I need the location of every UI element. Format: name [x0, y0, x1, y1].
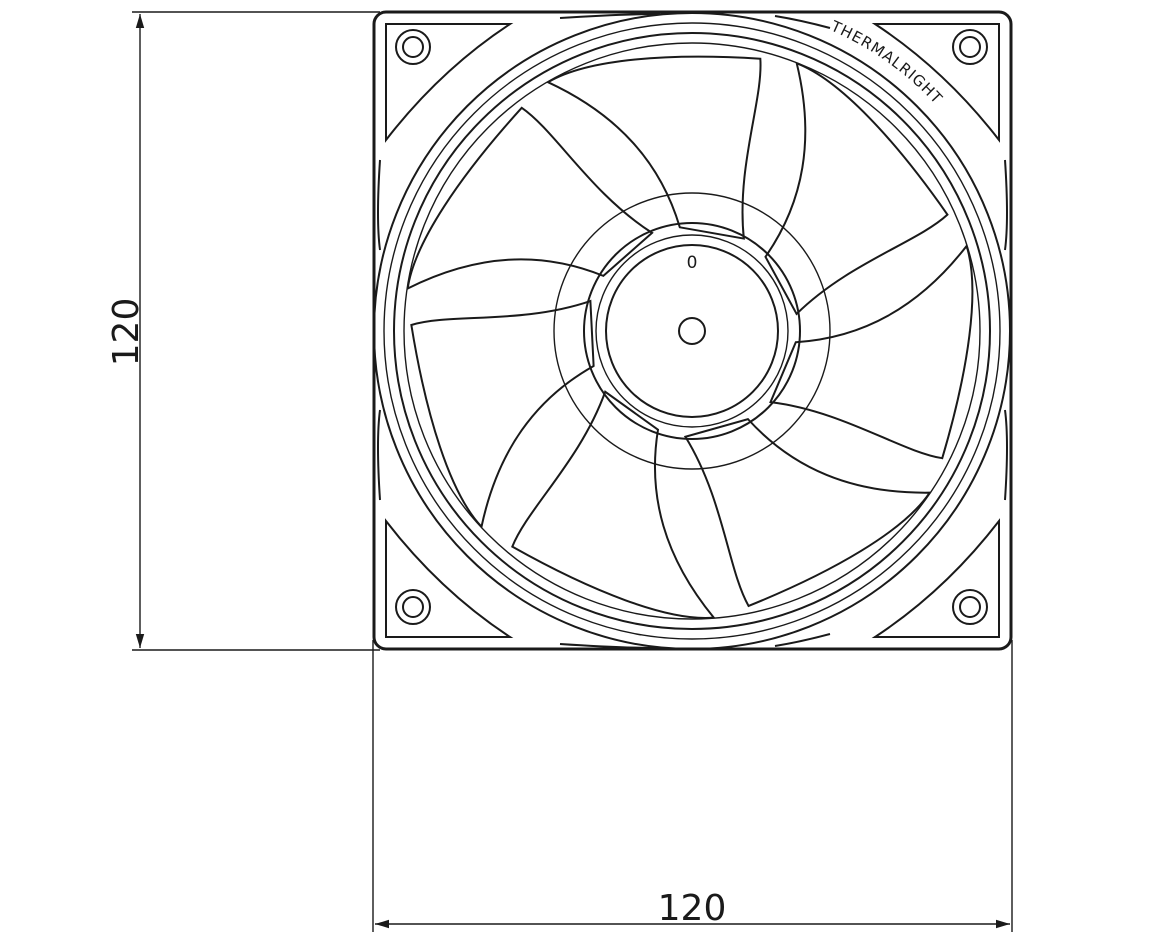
ring-3 [393, 32, 991, 630]
fan-blade [406, 106, 654, 291]
fan-blade [769, 243, 974, 460]
width-dimension: 120 [372, 640, 1013, 932]
height-dimension: 120 [106, 11, 380, 651]
hub-shroud [553, 192, 831, 470]
fan-blade [410, 299, 595, 529]
corner-pad-top-left [385, 23, 514, 143]
width-label: 120 [658, 888, 727, 929]
corner-pad-bottom-right [871, 518, 1000, 638]
fan-frame: THERMALRIGHT [372, 10, 1013, 651]
fan-blade [764, 61, 949, 316]
fan-hub: 0 [553, 192, 831, 470]
hub-center-pin [678, 317, 706, 345]
corner-pad-top-right [871, 23, 1000, 143]
height-label: 120 [106, 298, 147, 367]
side-slots [377, 13, 1008, 649]
hub-outer [583, 222, 801, 440]
fan-blade [545, 55, 762, 240]
fan-blades [406, 55, 974, 619]
hub-ring [595, 234, 789, 428]
fan-blade [683, 418, 932, 608]
mounting-hole-bottom-right [952, 589, 988, 625]
outer-ring [373, 12, 1011, 650]
fan-blade [511, 390, 716, 619]
ring-2 [383, 22, 1001, 640]
mounting-hole-top-left [395, 29, 431, 65]
mounting-hole-top-right [952, 29, 988, 65]
ring-4 [403, 42, 981, 620]
hub-inner [605, 244, 779, 418]
hub-mark: 0 [687, 253, 698, 273]
frame-outline [372, 10, 1013, 651]
corner-pad-bottom-left [385, 518, 514, 638]
mounting-hole-bottom-left [395, 589, 431, 625]
